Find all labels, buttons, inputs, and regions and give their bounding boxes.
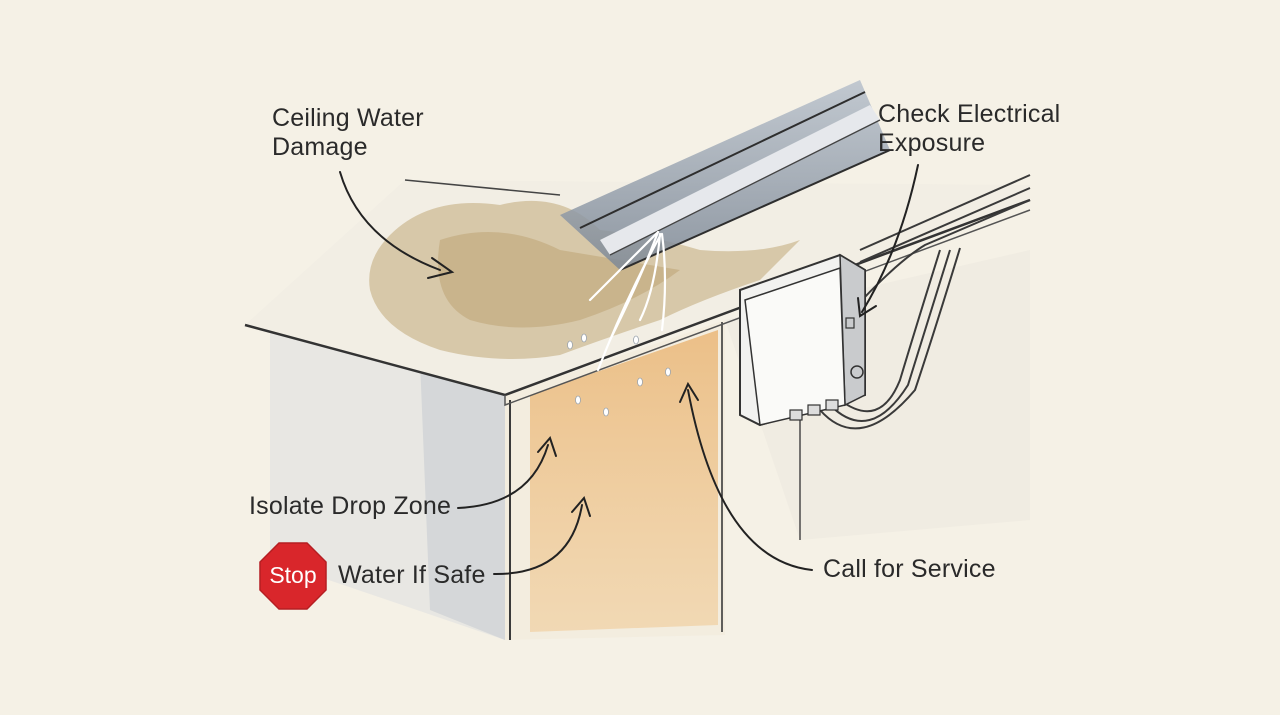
water-drops [567,333,671,417]
left-wall [270,330,505,640]
label-check-electrical-exposure: Check Electrical Exposure [878,100,1061,157]
water-stain [530,330,718,632]
label-ceiling-water-damage: Ceiling Water Damage [272,104,424,161]
water-leak [588,230,667,372]
stop-sign-icon [259,542,327,610]
label-water-if-safe: Water If Safe [338,561,486,589]
label-isolate-drop-zone: Isolate Drop Zone [249,492,452,520]
conduit-cables [819,174,1031,430]
electrical-panel [739,253,866,427]
stop-sign-label: Stop [269,562,317,588]
callout-arrows [339,164,919,576]
ceiling [244,179,1031,407]
ceiling-opening [560,80,891,271]
label-call-for-service: Call for Service [823,555,996,583]
